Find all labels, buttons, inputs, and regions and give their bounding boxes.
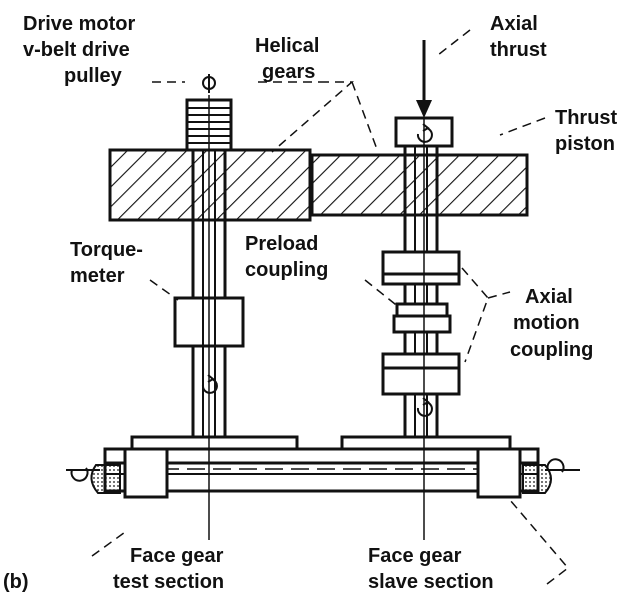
leader-axial-motion-label (487, 291, 511, 299)
left-helical-gear (108, 148, 312, 222)
rotation-arrow-icon (66, 467, 100, 482)
svg-text:slave section: slave section (368, 571, 494, 593)
axial-thrust-arrow-icon (416, 40, 432, 118)
face-gear-base (90, 435, 552, 499)
label-drive-motor: Drive motor v-belt drive pulley (23, 13, 135, 87)
svg-text:Axial: Axial (525, 286, 573, 308)
svg-text:pulley: pulley (64, 65, 123, 87)
label-axial-motion-coupling: Axial motion coupling (510, 286, 593, 361)
leader-axial-motion (461, 267, 489, 363)
leader-thrust-piston (499, 117, 546, 136)
label-face-gear-slave: Face gear slave section (368, 545, 494, 593)
label-helical-gears: Helical gears (255, 35, 319, 83)
svg-text:coupling: coupling (245, 259, 328, 281)
label-face-gear-test: Face gear test section (113, 545, 224, 593)
rotation-arrow-icon (201, 374, 218, 394)
svg-text:Face gear: Face gear (368, 545, 462, 567)
label-preload-coupling: Preload coupling (245, 233, 328, 281)
leader-preload (364, 279, 401, 309)
leader-axial-thrust (437, 29, 471, 56)
svg-text:Thrust: Thrust (555, 107, 618, 129)
svg-text:piston: piston (555, 133, 615, 155)
leader-face-gear-test (91, 529, 129, 557)
svg-text:Torque-: Torque- (70, 239, 143, 261)
leader-helical-right (351, 81, 379, 153)
rotation-arrow-icon (416, 123, 433, 143)
rotation-arrow-icon (545, 458, 580, 473)
label-torquemeter: Torque- meter (70, 239, 143, 287)
svg-text:Drive motor: Drive motor (23, 13, 135, 35)
svg-text:Preload: Preload (245, 233, 318, 255)
svg-text:v-belt drive: v-belt drive (23, 39, 130, 61)
svg-text:thrust: thrust (490, 39, 547, 61)
leader-face-gear-slave (509, 499, 570, 585)
rotation-arrow-icon (416, 397, 433, 417)
label-axial-thrust: Axial thrust (490, 13, 547, 61)
preload-coupling-body (392, 302, 452, 334)
svg-text:Helical: Helical (255, 35, 319, 57)
rotation-symbol-icon (202, 74, 216, 93)
svg-text:gears: gears (262, 61, 315, 83)
axial-motion-coupling-upper (381, 250, 461, 286)
label-thrust-piston: Thrust piston (555, 107, 618, 155)
leader-helical-left (271, 81, 354, 153)
svg-text:coupling: coupling (510, 339, 593, 361)
svg-text:motion: motion (513, 312, 580, 334)
axial-motion-coupling-lower (381, 352, 461, 396)
svg-text:Axial: Axial (490, 13, 538, 35)
svg-text:test section: test section (113, 571, 224, 593)
leader-torquemeter (149, 279, 179, 301)
panel-label: (b) (3, 571, 29, 593)
right-helical-gear (310, 153, 529, 217)
svg-text:meter: meter (70, 265, 125, 287)
svg-text:Face gear: Face gear (130, 545, 224, 567)
